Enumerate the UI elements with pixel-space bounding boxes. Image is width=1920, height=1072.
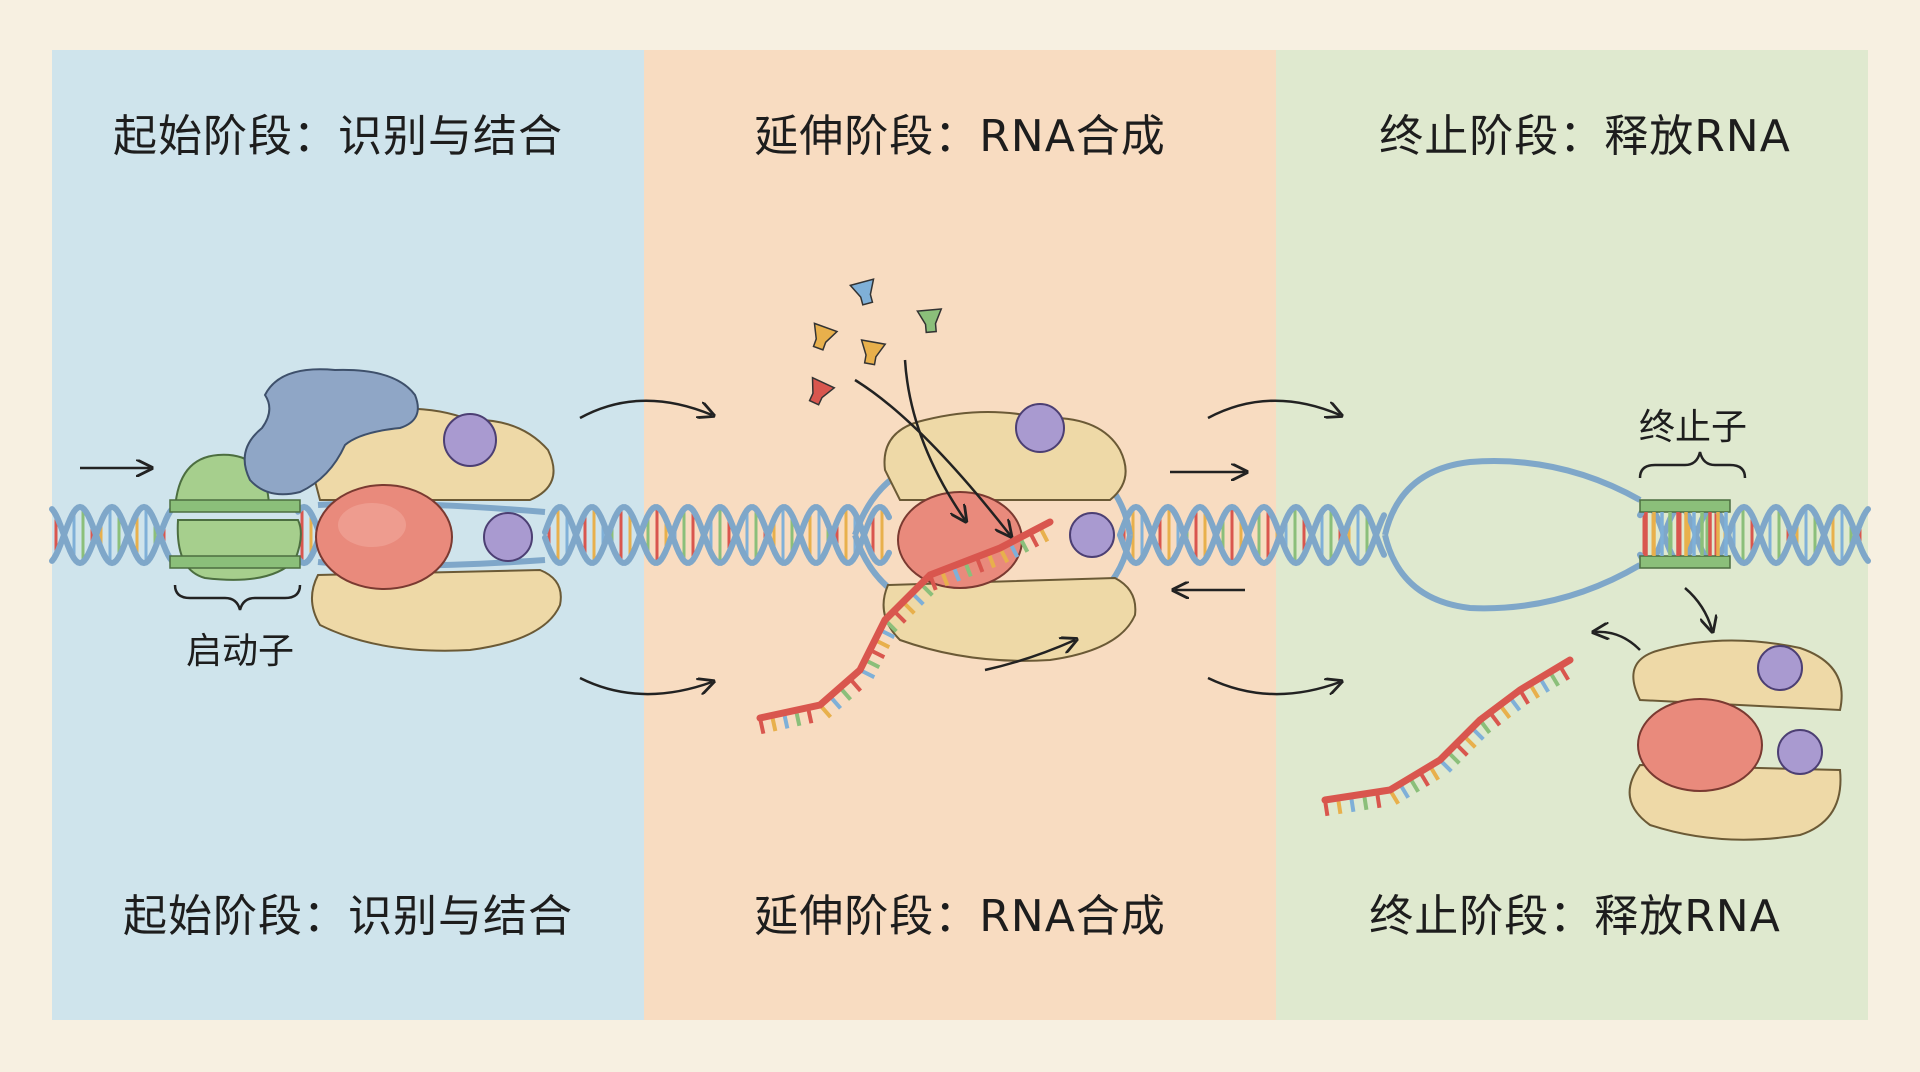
rna-transcript-growing: [756, 518, 1054, 735]
nucleotide-icon: [808, 376, 836, 406]
terminator-sequence: [1639, 499, 1731, 569]
arrow-icon: [854, 378, 1010, 535]
rna-polymerase-released: [1628, 639, 1843, 841]
panel-elongation-title: 延伸阶段：RNA合成: [754, 111, 1166, 162]
arrow-icon: [903, 359, 965, 520]
arrow-icon: [579, 676, 712, 696]
panel-initiation-caption: 起始阶段：识别与结合: [123, 891, 573, 942]
sigma-factor: [243, 368, 419, 496]
dna-strand: [1382, 534, 1642, 612]
promoter-brace-icon: [173, 584, 302, 611]
rna-backbone: [1321, 656, 1574, 804]
arrow-icon: [579, 399, 712, 420]
arrow-icon: [1684, 587, 1712, 630]
rna-backbone: [756, 518, 1054, 722]
arrow-icon: [984, 640, 1075, 672]
dna-strand: [295, 503, 321, 533]
panel-termination-title: 终止阶段：释放RNA: [1379, 111, 1791, 162]
panel-termination-caption: 终止阶段：释放RNA: [1369, 891, 1781, 942]
promoter-label: 启动子: [185, 631, 295, 672]
arrow-icon: [1207, 676, 1340, 696]
flow-arrows: [80, 359, 1712, 696]
dna-strand: [49, 503, 175, 567]
panel-initiation-title: 起始阶段：识别与结合: [113, 111, 563, 162]
dna-strand: [295, 537, 321, 567]
terminator-label: 终止子: [1638, 407, 1748, 448]
nucleotide-icon: [848, 278, 875, 306]
nucleotide-icon: [812, 322, 839, 351]
nucleotide-icon: [860, 339, 887, 366]
arrow-icon: [1595, 632, 1641, 651]
dna-strand: [1382, 458, 1642, 536]
dna-strand: [1117, 503, 1387, 567]
panel-elongation-caption: 延伸阶段：RNA合成: [754, 891, 1166, 942]
terminator-brace-icon: [1638, 451, 1747, 479]
nucleotide-triphosphates: [808, 278, 943, 406]
rna-polymerase-holoenzyme: [308, 407, 562, 652]
nucleotide-icon: [916, 308, 943, 334]
dna-strand: [49, 503, 175, 567]
dna-strand: [1117, 503, 1387, 567]
dna-strand: [542, 504, 892, 566]
arrow-icon: [1207, 399, 1340, 420]
rna-transcript-released: [1321, 656, 1574, 817]
